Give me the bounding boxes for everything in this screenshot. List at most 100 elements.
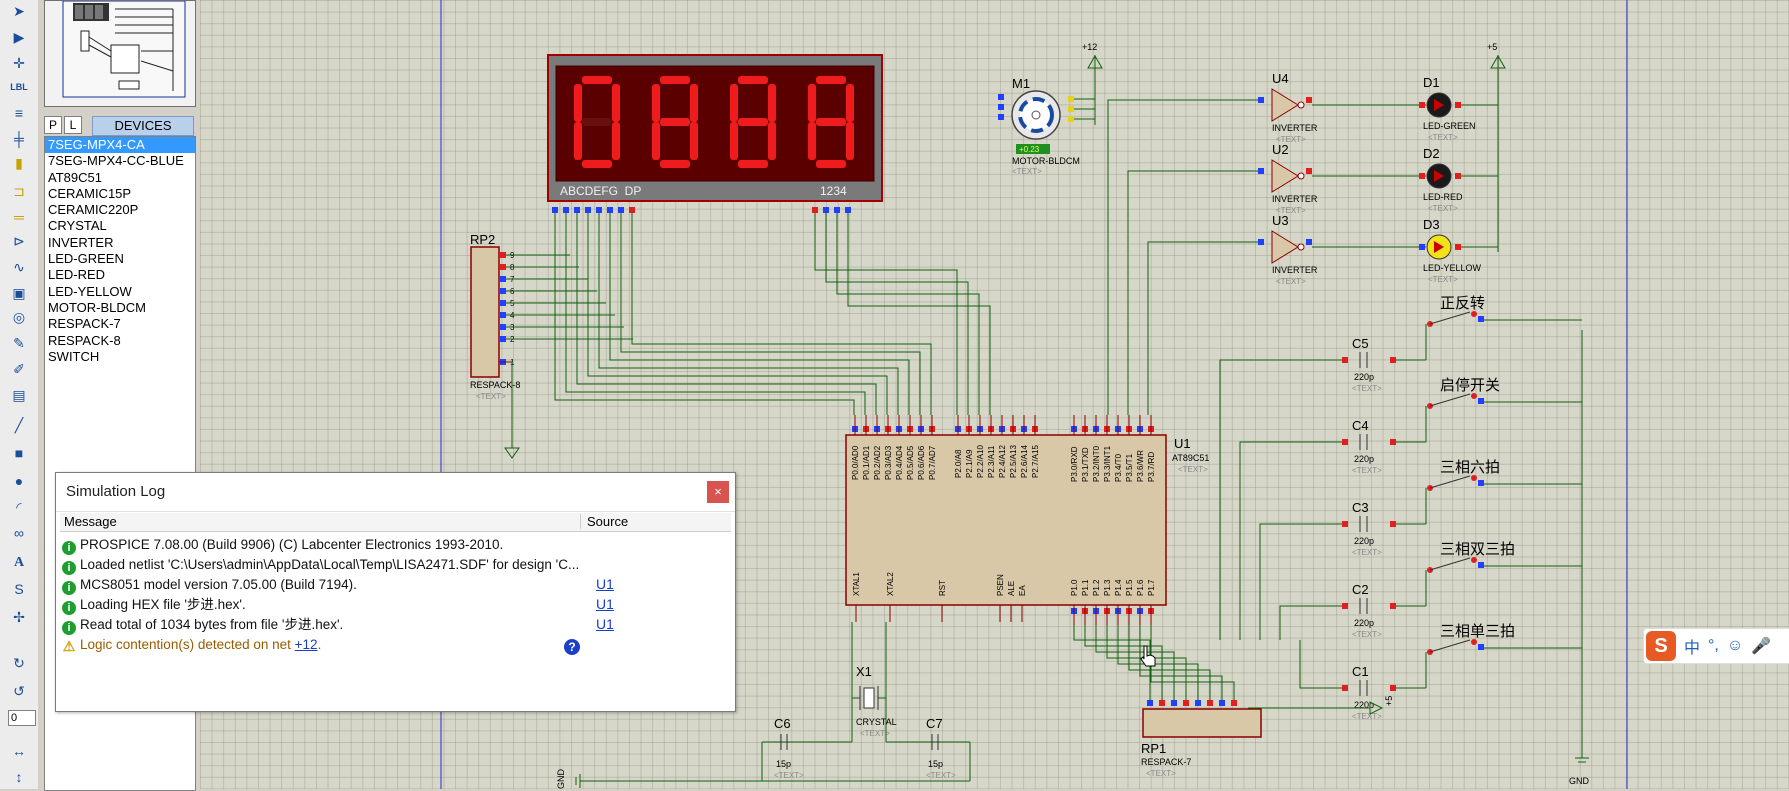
device-item[interactable]: AT89C51 — [48, 169, 102, 185]
crystal-x1[interactable]: X1 CRYSTAL <TEXT> — [852, 664, 897, 738]
terminals-icon[interactable]: ⊐ — [13, 182, 25, 199]
device-item[interactable]: CRYSTAL — [48, 218, 107, 234]
wire-label-icon[interactable]: LBL — [10, 82, 28, 92]
device-item[interactable]: INVERTER — [48, 234, 114, 250]
mcu-pin-label: P0.0/AD0 — [851, 445, 860, 480]
pick-devices-button[interactable]: P — [44, 116, 62, 134]
log-source-link[interactable]: U1 — [596, 596, 614, 612]
respack-rp2[interactable]: RP2 RESPACK-8 <TEXT> 987654321 — [470, 232, 520, 459]
switch[interactable]: 三相双三拍 — [1425, 541, 1582, 606]
switch-label: 三相单三拍 — [1440, 623, 1515, 640]
switch[interactable]: 三相单三拍 — [1425, 623, 1582, 688]
tape-recorder-icon[interactable]: ∿ — [13, 258, 25, 275]
emoji-icon[interactable]: ☺ — [1726, 637, 1744, 654]
close-button[interactable]: × — [707, 481, 729, 503]
ime-mode[interactable]: 中 — [1684, 640, 1701, 657]
device-item[interactable]: MOTOR-BLDCM — [48, 299, 146, 315]
ime-toolbar[interactable]: S 中 °, ☺ 🎤 — [1643, 628, 1789, 664]
text-tool-icon[interactable]: A — [13, 555, 25, 570]
device-item[interactable]: 7SEG-MPX4-CC-BLUE — [48, 153, 184, 169]
box-tool-icon[interactable]: ■ — [14, 445, 24, 461]
motor-text: <TEXT> — [1012, 167, 1042, 176]
subcircuit-icon[interactable]: ▮ — [15, 154, 23, 171]
help-icon[interactable]: ? — [564, 639, 580, 655]
rotate-cw-icon[interactable]: ↻ — [13, 654, 25, 671]
selection-mode-icon[interactable]: ➤ — [13, 2, 25, 19]
path-tool-icon[interactable]: ∞ — [14, 525, 24, 541]
warning-net-link[interactable]: +12 — [294, 637, 318, 652]
sogou-logo-icon[interactable]: S — [1646, 631, 1676, 661]
buses-icon[interactable]: ╪ — [14, 131, 24, 147]
rp2-pin — [500, 300, 506, 306]
device-item[interactable]: RESPACK-8 — [48, 332, 121, 348]
device-item[interactable]: 7SEG-MPX4-CA — [45, 137, 195, 154]
switch[interactable]: 启停开关 — [1425, 377, 1582, 442]
seven-segment-display[interactable]: ABCDEFG DP 1234 — [547, 54, 883, 213]
column-source[interactable]: Source — [580, 514, 628, 529]
device-pins-icon[interactable]: ═ — [14, 209, 24, 225]
display-digit — [808, 76, 854, 168]
rotate-ccw-icon[interactable]: ↺ — [13, 682, 25, 699]
mirror-y-icon[interactable]: ↕ — [15, 769, 23, 785]
segment — [652, 122, 660, 160]
device-item[interactable]: CERAMIC220P — [48, 202, 139, 218]
symbol-tool-icon[interactable]: S — [14, 581, 24, 597]
ime-punctuation[interactable]: °, — [1708, 637, 1719, 654]
arc-tool-icon[interactable]: ◜ — [16, 498, 22, 515]
log-source-link[interactable]: U1 — [596, 576, 614, 592]
probe-voltage-icon[interactable]: ✎ — [13, 334, 25, 351]
display-pin — [845, 207, 851, 213]
text-script-icon[interactable]: ≡ — [14, 105, 24, 121]
info-icon: i — [62, 581, 76, 595]
capacitor-c6[interactable]: C6 15p <TEXT> — [774, 716, 804, 780]
device-item[interactable]: SWITCH — [48, 348, 100, 364]
virtual-instruments-icon[interactable]: ▤ — [12, 386, 26, 403]
switch[interactable]: 正反转 — [1425, 295, 1582, 360]
graph-mode-icon[interactable]: ⊳ — [13, 232, 25, 249]
column-message[interactable]: Message — [64, 514, 117, 529]
device-item[interactable]: RESPACK-7 — [48, 316, 121, 332]
log-source-link[interactable]: U1 — [596, 616, 614, 632]
probe-current-icon[interactable]: ✐ — [13, 360, 25, 377]
device-item[interactable]: LED-GREEN — [48, 251, 124, 267]
overview-window[interactable] — [44, 0, 196, 107]
segment — [846, 84, 854, 122]
device-item[interactable]: CERAMIC15P — [48, 185, 132, 201]
marker-tool-icon[interactable]: ✢ — [13, 608, 25, 625]
line-tool-icon[interactable]: ╱ — [14, 416, 24, 433]
motor-bldcm[interactable]: M1 +0.23 MOTOR-BLDCM <TEXT> — [998, 76, 1080, 176]
capacitor-c7[interactable]: C7 15p <TEXT> — [926, 716, 956, 780]
mic-icon[interactable]: 🎤 — [1751, 638, 1772, 655]
log-row-warning[interactable]: ⚠Logic contention(s) detected on net +12… — [62, 637, 322, 654]
virtual-instrument-icon[interactable]: ◎ — [12, 308, 26, 325]
mirror-x-icon[interactable]: ↔ — [12, 743, 26, 759]
device-item[interactable]: LED-YELLOW — [48, 283, 132, 299]
rotation-angle-input[interactable] — [8, 710, 36, 726]
generator-icon[interactable]: ▣ — [12, 284, 26, 301]
device-item[interactable]: LED-RED — [48, 267, 106, 283]
respack-rp1[interactable]: RP1 RESPACK-7 <TEXT> +5 — [1073, 625, 1394, 778]
junction-dot-icon[interactable]: ✛ — [13, 54, 25, 71]
switch[interactable]: 三相六拍 — [1425, 459, 1582, 524]
component-mode-icon[interactable]: ▶ — [13, 28, 25, 45]
library-manager-button[interactable]: L — [64, 116, 82, 134]
circle-tool-icon[interactable]: ● — [14, 473, 24, 489]
